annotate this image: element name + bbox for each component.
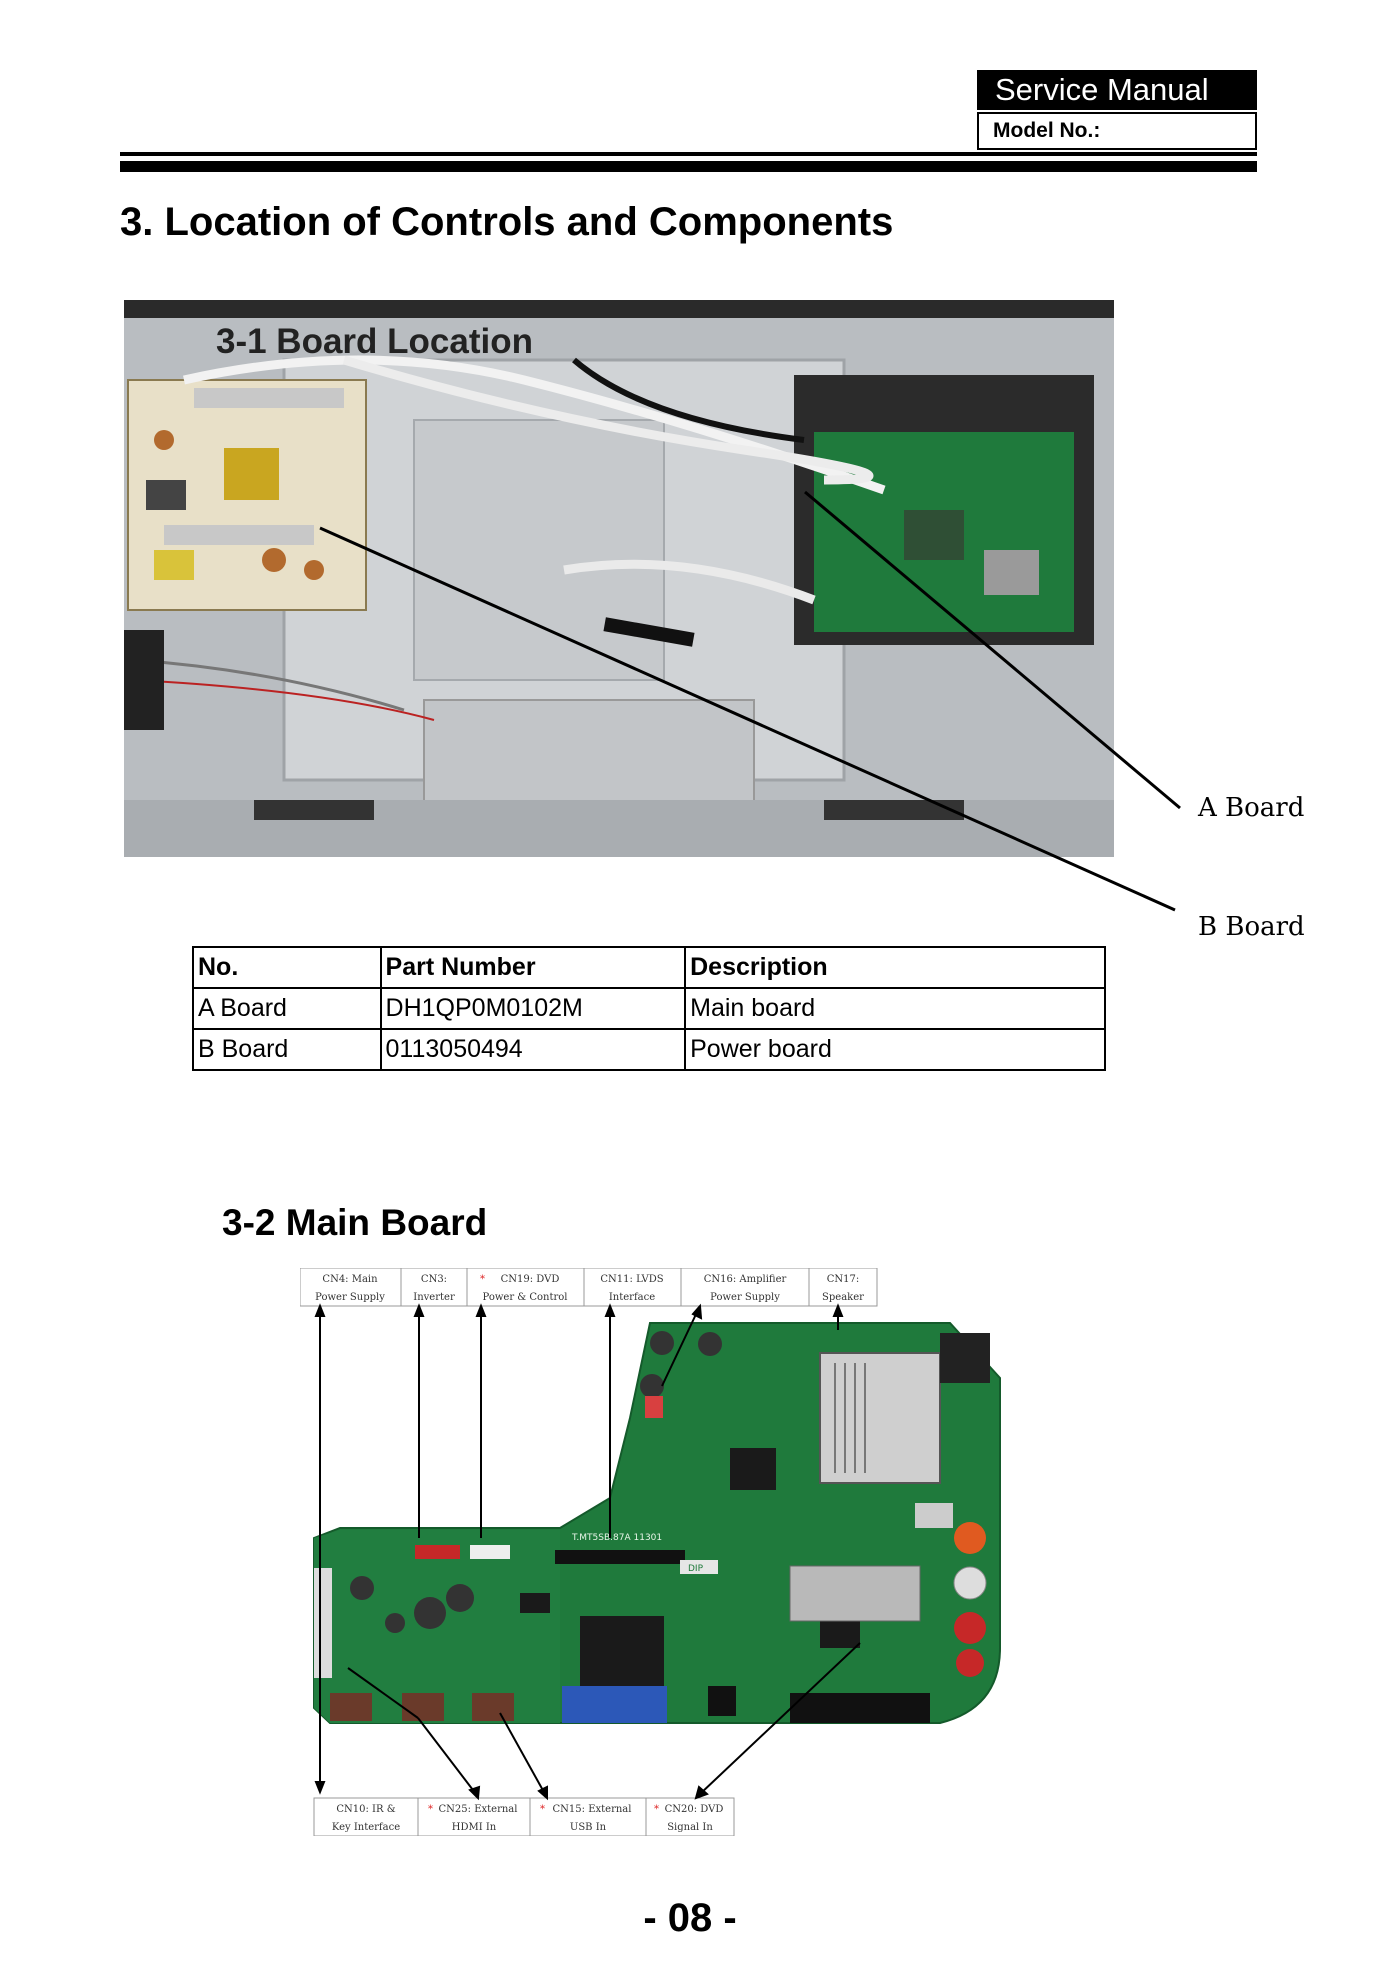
header-description: Description <box>684 946 1106 989</box>
header-rule-thin <box>120 152 1257 156</box>
connector-desc-cn20: Signal In <box>667 1822 713 1833</box>
header-part-number: Part Number <box>379 946 687 989</box>
pcb-dip-mark: DIP <box>688 1564 704 1574</box>
section-title-main-board: 3-2 Main Board <box>222 1202 488 1243</box>
table-row: B Board 0113050494 Power board <box>192 1028 1106 1071</box>
cell-part-number: 0113050494 <box>379 1028 687 1071</box>
pcb-model-mark: T.MT5SB.87A 11301 <box>571 1533 662 1543</box>
section-title-board-location: 3-1 Board Location <box>216 322 533 361</box>
cell-no: A Board <box>192 987 382 1030</box>
connector-marker-cn19: * <box>480 1274 485 1285</box>
connector-desc-cn10: Key Interface <box>332 1822 400 1833</box>
connector-desc-cn4: Power Supply <box>315 1292 385 1303</box>
connector-desc-cn3: Inverter <box>413 1292 455 1303</box>
connector-marker-cn25: * <box>428 1804 433 1815</box>
connector-label-cn15: CN15: External <box>553 1804 632 1815</box>
top-connector-labels: CN4: Main Power Supply CN3: Inverter * C… <box>300 1268 878 1307</box>
connector-label-cn16: CN16: Amplifier <box>704 1274 787 1285</box>
connector-label-cn17: CN17: <box>827 1274 860 1285</box>
bottom-connector-arrows <box>347 1642 861 1801</box>
header-no: No. <box>192 946 382 989</box>
connector-label-cn3: CN3: <box>421 1274 447 1285</box>
connector-desc-cn16: Power Supply <box>710 1292 780 1303</box>
model-number-label: Model No.: <box>977 112 1257 150</box>
cell-part-number: DH1QP0M0102M <box>379 987 687 1030</box>
table-row: A Board DH1QP0M0102M Main board <box>192 987 1106 1030</box>
connector-desc-cn17: Speaker <box>822 1292 864 1303</box>
connector-desc-cn19: Power & Control <box>483 1292 568 1303</box>
callout-a-board: A Board <box>1198 793 1305 823</box>
connector-label-cn11: CN11: LVDS <box>600 1274 663 1285</box>
connector-desc-cn15: USB In <box>570 1822 607 1833</box>
header-title: Service Manual <box>977 70 1257 110</box>
connector-marker-cn15: * <box>540 1804 545 1815</box>
board-location-photo <box>124 300 1114 857</box>
top-connector-arrows <box>314 1303 844 1795</box>
cell-description: Main board <box>684 987 1106 1030</box>
connector-label-cn10: CN10: IR & <box>336 1804 395 1815</box>
callout-b-board: B Board <box>1198 912 1305 942</box>
connector-marker-cn20: * <box>654 1804 659 1815</box>
header-rule-thick <box>120 161 1257 172</box>
main-board-diagram: T.MT5SB.87A 11301 DIP CN4: Main Power Su… <box>300 1268 1001 1836</box>
connector-label-cn25: CN25: External <box>439 1804 518 1815</box>
connector-desc-cn11: Interface <box>609 1292 655 1303</box>
parts-table: No. Part Number Description A Board DH1Q… <box>192 946 1106 1071</box>
page-heading: 3. Location of Controls and Components <box>120 200 894 244</box>
cell-no: B Board <box>192 1028 382 1071</box>
connector-label-cn4: CN4: Main <box>322 1274 378 1285</box>
table-header-row: No. Part Number Description <box>192 946 1106 989</box>
page-number: - 08 - <box>643 1896 737 1940</box>
bottom-connector-labels: CN10: IR & Key Interface * CN25: Externa… <box>313 1797 735 1836</box>
cell-description: Power board <box>684 1028 1106 1071</box>
connector-desc-cn25: HDMI In <box>452 1822 497 1833</box>
connector-label-cn20: CN20: DVD <box>665 1804 724 1815</box>
connector-label-cn19: CN19: DVD <box>501 1274 560 1285</box>
